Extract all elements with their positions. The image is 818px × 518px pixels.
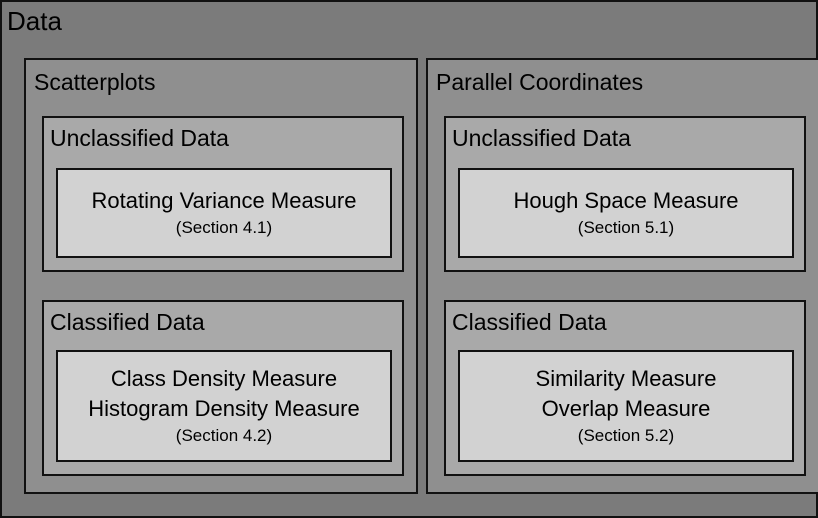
data-title: Data (7, 6, 62, 36)
measure-card: Similarity Measure Overlap Measure (Sect… (458, 350, 794, 462)
measure-card: Hough Space Measure (Section 5.1) (458, 168, 794, 258)
parallel-unclassified-group: Unclassified Data Hough Space Measure (S… (444, 116, 806, 272)
section-reference: (Section 4.2) (175, 426, 273, 445)
section-reference: (Section 4.1) (175, 218, 273, 237)
parallel-classified-group: Classified Data Similarity Measure Overl… (444, 300, 806, 476)
measure-name: Overlap Measure (541, 396, 711, 421)
measure-card: Rotating Variance Measure (Section 4.1) (56, 168, 392, 258)
scatterplots-unclassified-group: Unclassified Data Rotating Variance Meas… (42, 116, 404, 272)
measure-name: Histogram Density Measure (88, 396, 360, 421)
measure-name: Hough Space Measure (513, 188, 739, 213)
section-reference: (Section 5.2) (577, 426, 675, 445)
scatterplots-classified-group: Classified Data Class Density Measure Hi… (42, 300, 404, 476)
measure-name: Similarity Measure (535, 366, 717, 391)
scatterplots-section: Scatterplots Unclassified Data Rotating … (24, 58, 418, 494)
group-title: Classified Data (452, 309, 607, 335)
measure-name: Rotating Variance Measure (91, 188, 357, 213)
section-reference: (Section 5.1) (577, 218, 675, 237)
group-title: Unclassified Data (452, 125, 631, 151)
parallel-coordinates-section: Parallel Coordinates Unclassified Data H… (426, 58, 818, 494)
group-title: Unclassified Data (50, 125, 229, 151)
scatterplots-title: Scatterplots (34, 69, 156, 95)
measure-card: Class Density Measure Histogram Density … (56, 350, 392, 462)
parallel-coordinates-title: Parallel Coordinates (436, 69, 644, 95)
group-title: Classified Data (50, 309, 205, 335)
measure-name: Class Density Measure (110, 366, 338, 391)
